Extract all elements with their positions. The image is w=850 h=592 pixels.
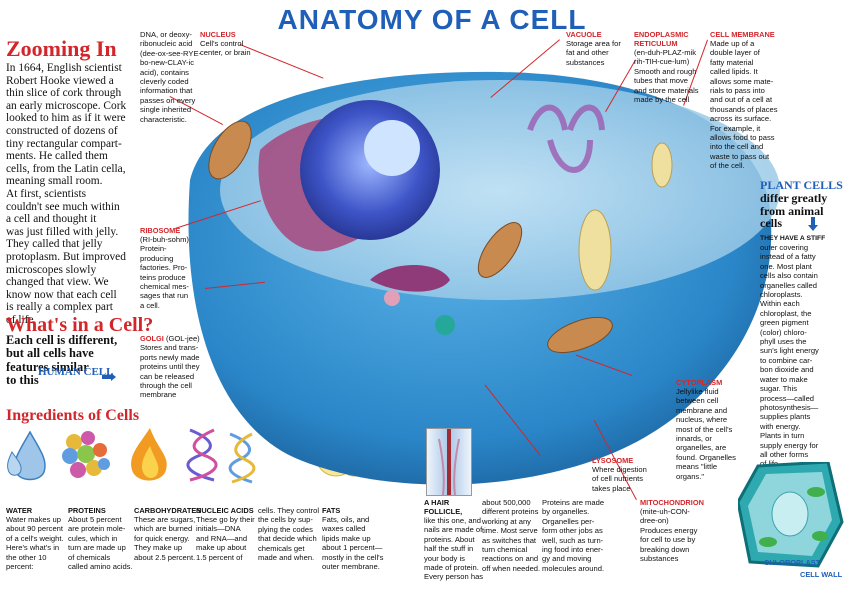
human-cell-link[interactable]: HUMAN CELL bbox=[38, 366, 114, 378]
plant-body: outer covering instead of a fatty one. M… bbox=[760, 243, 819, 469]
label-title: CELL MEMBRANE bbox=[710, 30, 775, 39]
vacuole bbox=[578, 209, 612, 291]
ingredient-text: About 5 percent are protein mole- cules,… bbox=[68, 515, 133, 572]
chloroplast-label: CHLOROPLAST bbox=[764, 558, 821, 567]
chloroplast bbox=[807, 487, 825, 497]
ingredients-heading: Ingredients of Cells bbox=[6, 407, 140, 424]
cell-illustration bbox=[188, 71, 780, 485]
label-text: Storage area for fat and other substance… bbox=[566, 39, 621, 67]
ingredient-title: FATS bbox=[322, 506, 341, 515]
label-vacuole: VACUOLE Storage area for fat and other s… bbox=[566, 30, 636, 67]
label-title: VACUOLE bbox=[566, 30, 602, 39]
ingredient-text: Water makes up about 90 percent of a cel… bbox=[6, 515, 64, 572]
label-text: Cell's control center, or brain bbox=[200, 39, 251, 58]
label-nucleus: NUCLEUS Cell's control center, or brain bbox=[200, 30, 270, 58]
vacuole bbox=[651, 142, 673, 188]
arrow-right-icon bbox=[102, 368, 116, 381]
label-title: NUCLEUS bbox=[200, 30, 236, 39]
hair-follicle-text: A HAIR FOLLICLE, like this one, and nail… bbox=[424, 498, 488, 582]
mitochondrion bbox=[547, 316, 613, 354]
ingredient-text: These go by their initials—DNA and RNA—a… bbox=[196, 515, 255, 562]
chloroplast bbox=[812, 531, 828, 541]
label-dna: DNA, or deoxy- ribonucleic acid (dee-ox-… bbox=[140, 30, 202, 124]
label-text: Where digestion of cell nutrients takes … bbox=[592, 465, 647, 493]
label-text: (mite-uh-CON- dree-on) Produces energy f… bbox=[640, 507, 698, 564]
lysosome bbox=[435, 315, 455, 335]
zooming-paragraph-2: At first, scientists couldn't see much w… bbox=[6, 188, 126, 326]
hair-body: like this one, and nails are made of pro… bbox=[424, 516, 484, 582]
ingredient-text: cells. They control the cells by sup- pl… bbox=[258, 506, 320, 563]
plant-cell-illustration bbox=[738, 462, 844, 568]
label-text: Made up of a double layer of fatty mater… bbox=[710, 39, 778, 171]
label-title: LYSOSOME bbox=[592, 456, 634, 465]
nucleolus bbox=[364, 120, 420, 176]
plant-subtitle: differ greatly from animal cells bbox=[760, 191, 828, 231]
ingredient-title: NUCLEIC ACIDS bbox=[196, 506, 254, 515]
arrow-down-icon bbox=[808, 217, 818, 231]
label-er: ENDOPLASMIC RETICULUM (en-duh-PLAZ-mik r… bbox=[634, 30, 710, 104]
zooming-paragraph-1: In 1664, English scientist Robert Hooke … bbox=[6, 62, 127, 188]
zooming-heading: Zooming In bbox=[6, 36, 117, 61]
label-text: (GOL-jee) Stores and trans- ports newly … bbox=[140, 334, 200, 400]
hair-text-column-2: about 500,000 different proteins working… bbox=[482, 498, 541, 573]
label-title: MITOCHONDRION bbox=[640, 498, 704, 507]
golgi-apparatus bbox=[370, 265, 450, 292]
ingredient-carbohydrates: CARBOHYDRATES These are sugars, which ar… bbox=[134, 506, 202, 562]
label-title: CYTOPLASM bbox=[676, 378, 723, 387]
hair-follicle-image bbox=[426, 428, 472, 496]
ingredient-water: WATER Water makes up about 90 percent of… bbox=[6, 506, 66, 571]
ingredient-title: PROTEINS bbox=[68, 506, 106, 515]
label-text: Jellylike fluid between cell membrane an… bbox=[676, 387, 736, 481]
smooth-er bbox=[527, 104, 605, 173]
hair-title: A HAIR FOLLICLE, bbox=[424, 498, 463, 516]
dna-helix-icon bbox=[186, 428, 256, 484]
label-title: ENDOPLASMIC RETICULUM bbox=[634, 30, 689, 48]
protein-molecule-icon bbox=[62, 431, 110, 478]
flame-icon bbox=[131, 428, 167, 481]
plant-lead: THEY HAVE A STIFF bbox=[760, 235, 826, 242]
ingredient-text: Fats, oils, and waxes called lipids make… bbox=[322, 515, 384, 572]
mitochondrion bbox=[208, 120, 252, 180]
ingredient-proteins: PROTEINS About 5 percent are protein mol… bbox=[68, 506, 136, 571]
plant-text: THEY HAVE A STIFF outer covering instead… bbox=[760, 234, 846, 469]
whats-heading: What's in a Cell? bbox=[6, 314, 154, 336]
ingredient-nucleic-acids: NUCLEIC ACIDS These go by their initials… bbox=[196, 506, 262, 562]
nucleus bbox=[300, 100, 440, 240]
hair-text-column-3: Proteins are made by organelles. Organel… bbox=[542, 498, 605, 573]
label-title: RIBOSOME bbox=[140, 226, 181, 235]
ribosome bbox=[384, 290, 400, 306]
ingredient-title: WATER bbox=[6, 506, 33, 515]
page-title: ANATOMY OF A CELL bbox=[277, 4, 587, 35]
plant-heading: PLANT CELLS bbox=[760, 178, 843, 192]
ingredient-nucleic-acids-cont: cells. They control the cells by sup- pl… bbox=[258, 506, 322, 562]
mitochondrion bbox=[477, 222, 523, 278]
ingredient-text: These are sugars, which are burned for q… bbox=[134, 515, 196, 562]
cell-wall-label: CELL WALL bbox=[800, 570, 843, 579]
water-drop-icon bbox=[7, 430, 46, 481]
label-text: (en-duh-PLAZ-mik rih-TIH-cue-lum) Smooth… bbox=[634, 48, 699, 105]
label-cytoplasm: CYTOPLASM Jellylike fluid between cell m… bbox=[676, 378, 748, 481]
chloroplast bbox=[759, 537, 777, 547]
label-cell-membrane: CELL MEMBRANE Made up of a double layer … bbox=[710, 30, 790, 171]
label-title: GOLGI bbox=[140, 334, 164, 343]
label-mitochondrion: MITOCHONDRION (mite-uh-CON- dree-on) Pro… bbox=[640, 498, 716, 563]
label-lysosome: LYSOSOME Where digestion of cell nutrien… bbox=[592, 456, 664, 493]
whats-subtitle: Each cell is different, but all cells ha… bbox=[6, 333, 118, 388]
label-golgi: GOLGI (GOL-jee) Stores and trans- ports … bbox=[140, 334, 216, 400]
ingredient-fats: FATS Fats, oils, and waxes called lipids… bbox=[322, 506, 396, 571]
label-ribosome: RIBOSOME (RI-buh-sohm) Protein- producin… bbox=[140, 226, 200, 310]
ingredient-title: CARBOHYDRATES bbox=[134, 506, 202, 515]
label-text: (RI-buh-sohm) Protein- producing factori… bbox=[140, 235, 189, 310]
